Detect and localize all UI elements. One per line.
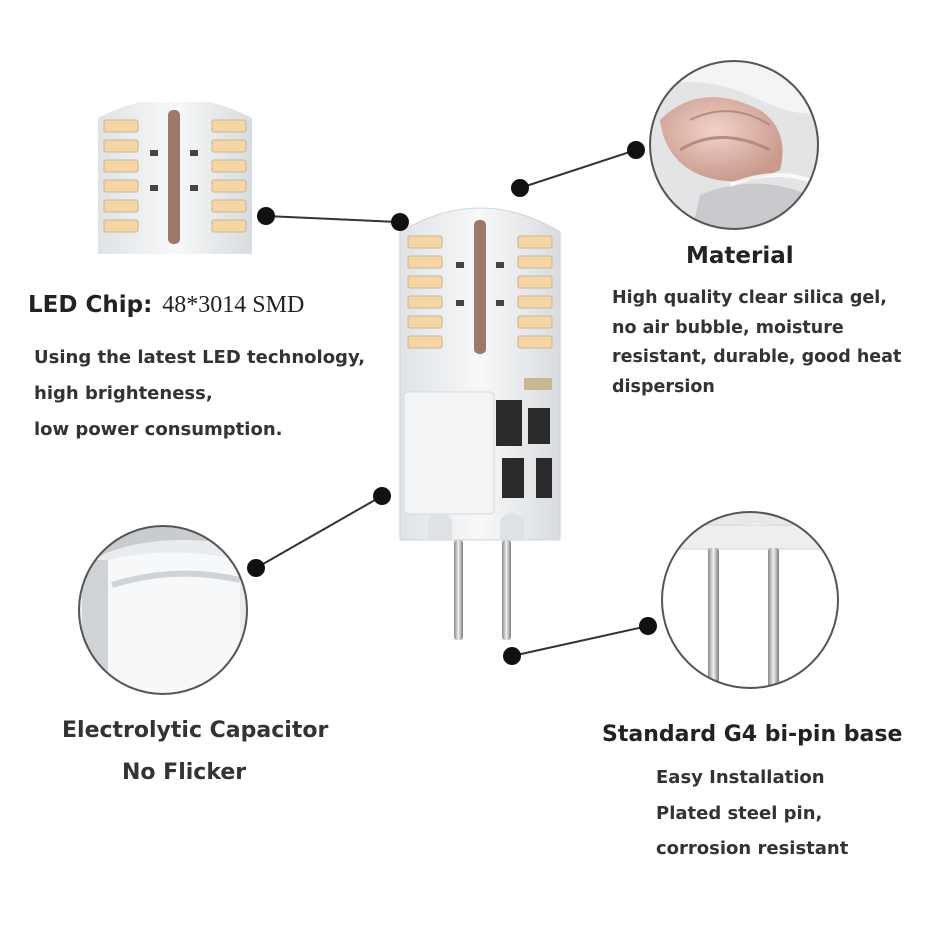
callout-dot (373, 487, 391, 505)
callout-dot (627, 141, 645, 159)
callout-dot (257, 207, 275, 225)
led-chip-spec: 48*3014 SMD (162, 292, 305, 318)
led-chip-line: Using the latest LED technology, (34, 347, 366, 368)
capacitor-closeup (78, 525, 248, 695)
led-chip-title: LED Chip: (28, 292, 153, 318)
material-line: dispersion (612, 376, 715, 397)
led-chip-line: low power consumption. (34, 419, 283, 440)
g4-led-bulb (399, 207, 561, 640)
base-line: corrosion resistant (656, 838, 849, 859)
base-title: Standard G4 bi-pin base (602, 722, 903, 747)
material-closeup (649, 60, 819, 230)
material-line: no air bubble, moisture (612, 317, 844, 338)
material-description: High quality clear silica gel, no air bu… (612, 284, 901, 402)
callout-dot (247, 559, 265, 577)
led-chip-description: Using the latest LED technology, high br… (34, 340, 365, 448)
callout-dot (391, 213, 409, 231)
callout-dot (503, 647, 521, 665)
pin-base-closeup (661, 511, 839, 689)
capacitor-subtitle: No Flicker (122, 760, 247, 785)
led-chip-closeup (98, 98, 252, 254)
callout-dot (639, 617, 657, 635)
base-description: Easy Installation Plated steel pin, corr… (656, 760, 848, 867)
material-title: Material (686, 243, 794, 269)
led-chip-heading: LED Chip: 48*3014 SMD (28, 292, 304, 319)
led-chip-line: high brighteness, (34, 383, 213, 404)
material-line: High quality clear silica gel, (612, 288, 887, 308)
base-line: Plated steel pin, (656, 802, 823, 824)
callout-lines (255, 149, 649, 657)
callout-dot (511, 179, 529, 197)
capacitor-title: Electrolytic Capacitor (62, 718, 329, 743)
material-line: resistant, durable, good heat (612, 347, 902, 367)
base-line: Easy Installation (656, 767, 825, 788)
